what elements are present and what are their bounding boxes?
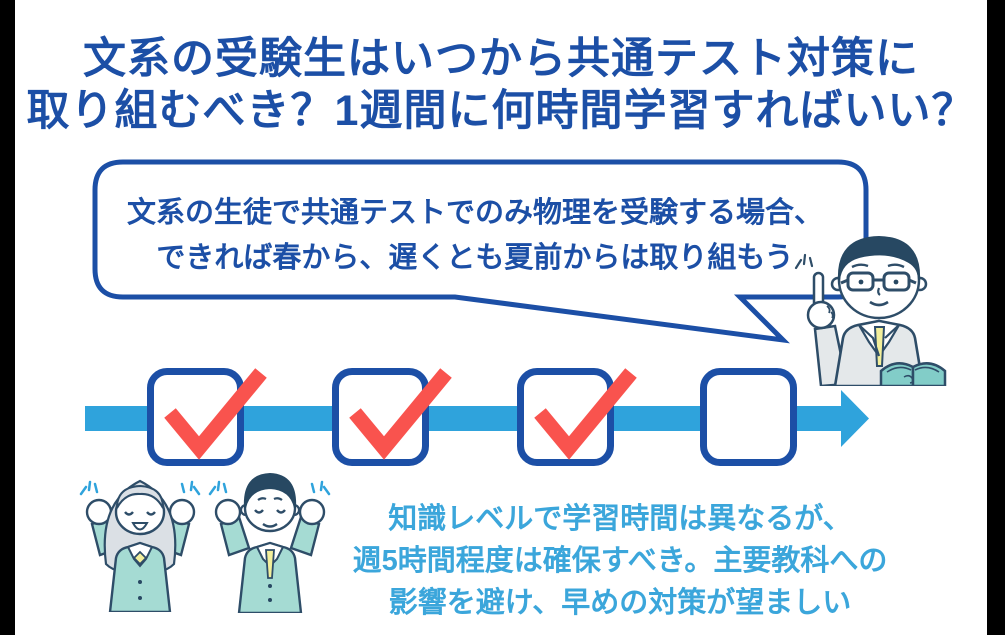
boy-student-icon <box>208 472 331 613</box>
timeline-checkbox <box>332 368 452 466</box>
note-line-1: 知識レベルで学習時間は異なるが、 <box>388 503 852 535</box>
timeline-checkbox <box>517 368 637 466</box>
teacher-head <box>830 235 928 320</box>
open-book-icon <box>879 362 947 386</box>
teacher-icon <box>794 235 947 386</box>
glasses-icon <box>840 271 917 292</box>
note-line-2: 週5時間程度は確保すべき。主要教科への <box>352 545 888 577</box>
boy-necktie <box>265 549 275 579</box>
note-line-3: 影響を避け、早めの対策が望ましい <box>388 587 852 619</box>
boy-fist <box>214 498 242 526</box>
timeline-checkbox <box>147 368 267 466</box>
speech-bubble <box>92 159 869 344</box>
bubble-line-1: 文系の生徒で共通テストでのみ物理を受験する場合、 <box>126 197 823 229</box>
teacher-hair <box>837 235 921 281</box>
ribbon-bow <box>132 550 148 566</box>
check-icon <box>164 368 267 460</box>
girl-bangs <box>116 484 164 509</box>
girl-fist <box>168 498 196 526</box>
speech-bubble-outline <box>92 159 869 344</box>
bottom-note: 知識レベルで学習時間は異なるが、 週5時間程度は確保すべき。主要教科への 影響を… <box>300 498 940 624</box>
check-icon <box>349 368 452 460</box>
title-line-2: 取り組むべき？1週間に何時間学習すればいい？ <box>26 87 976 135</box>
sparkle-icon <box>794 253 814 270</box>
boy-fist <box>298 498 326 526</box>
bubble-line-2: できれば春から、遅くとも夏前からは取り組もう <box>156 242 794 274</box>
check-icon <box>534 368 637 460</box>
right-border-bar <box>987 0 1005 635</box>
girl-student-icon <box>79 479 201 612</box>
boy-hair <box>243 472 297 509</box>
title-line-1: 文系の受験生はいつから共通テスト対策に <box>83 35 919 83</box>
left-border-bar <box>0 0 15 635</box>
page-title: 文系の受験生はいつから共通テスト対策に 取り組むべき？1週間に何時間学習すればい… <box>15 33 987 137</box>
timeline-checkbox <box>700 368 797 466</box>
necktie <box>873 326 886 367</box>
speech-bubble-text: 文系の生徒で共通テストでのみ物理を受験する場合、 できれば春から、遅くとも夏前か… <box>110 191 840 281</box>
